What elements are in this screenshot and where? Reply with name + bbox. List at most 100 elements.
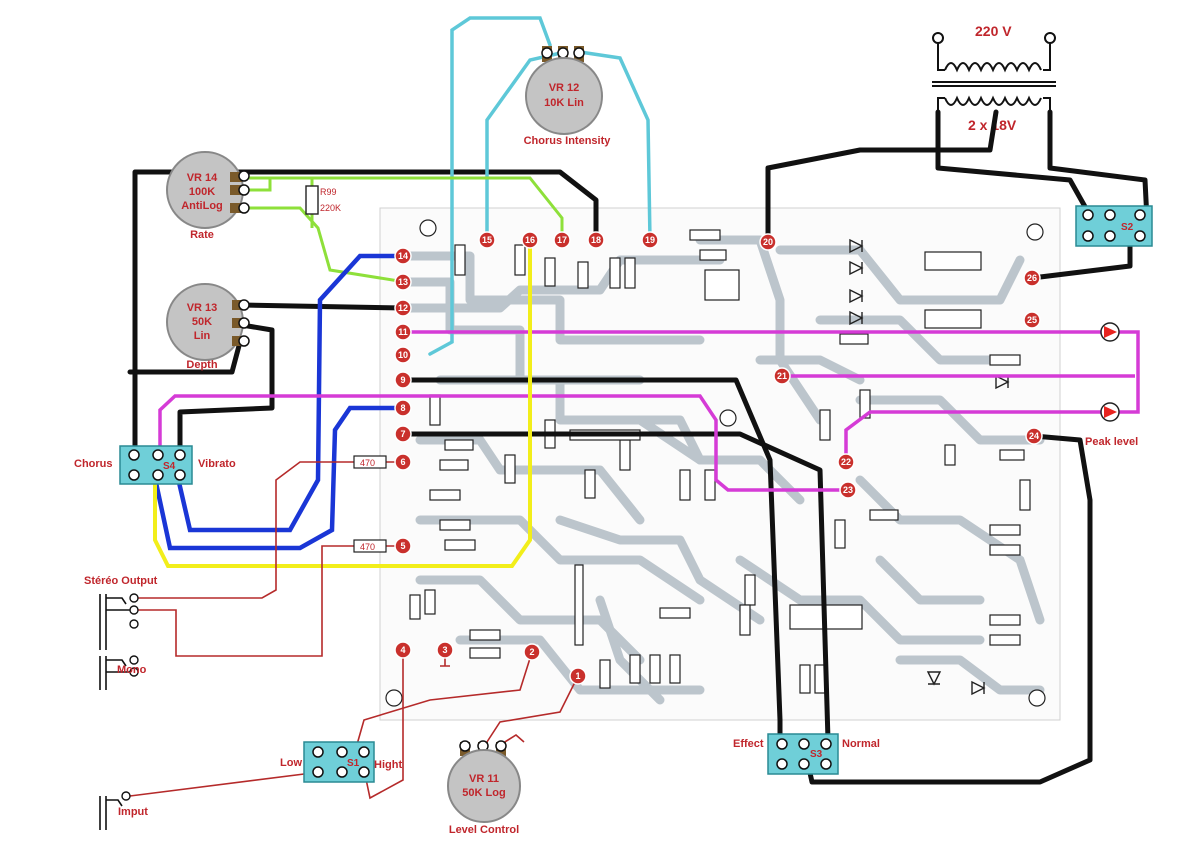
pad-label-21: 21 — [777, 371, 787, 381]
pad-label-9: 9 — [400, 375, 405, 385]
switch-s3-normal: Normal — [842, 738, 880, 750]
peak-level-label: Peak level — [1085, 436, 1138, 448]
pot-vr14-value2: AntiLog — [181, 200, 223, 212]
wire-cyan-1 — [428, 16, 552, 356]
pot-vr12-caption: Chorus Intensity — [524, 135, 612, 147]
pad-5 — [394, 537, 412, 555]
pot-vr12 — [525, 46, 603, 135]
pad-22 — [837, 453, 855, 471]
pad-20 — [759, 233, 777, 251]
pad-21 — [773, 367, 791, 385]
pad-label-22: 22 — [841, 457, 851, 467]
pot-vr14-caption: Rate — [190, 229, 214, 241]
pad-label-6: 6 — [400, 457, 405, 467]
wire-magenta-2 — [158, 394, 848, 492]
jack-terminals — [121, 593, 139, 801]
pot-vr14 — [166, 151, 250, 229]
pad-label-23: 23 — [843, 485, 853, 495]
pot-vr13-name: VR 13 — [187, 302, 218, 314]
resistor-r99-name: R99 — [320, 187, 337, 197]
wire-blue-1 — [175, 253, 406, 533]
pad-label-5: 5 — [400, 541, 405, 551]
pad-label-17: 17 — [557, 235, 567, 245]
switch-s4-vibrato: Vibrato — [198, 458, 236, 470]
pot-vr14-value: 100K — [189, 186, 215, 198]
pad-12 — [394, 299, 412, 317]
switch-s2-label: S2 — [1121, 222, 1134, 233]
switch-s4-label: S4 — [163, 461, 176, 472]
wire-cyan-3 — [578, 50, 652, 242]
resistor-r99 — [305, 185, 319, 215]
wire-green-1 — [242, 176, 272, 192]
wire-magenta-4 — [844, 410, 1108, 462]
pot-vr11-value: 50K Log — [462, 787, 505, 799]
resistor-r99-value: 220K — [320, 203, 341, 213]
pad-11 — [394, 323, 412, 341]
pad-label-16: 16 — [525, 235, 535, 245]
pad-17 — [553, 231, 571, 249]
pad-label-20: 20 — [763, 237, 773, 247]
pad-label-1: 1 — [575, 671, 580, 681]
wire-green-4 — [300, 176, 314, 228]
pad-19 — [641, 231, 659, 249]
pad-label-14: 14 — [398, 251, 408, 261]
pad-label-12: 12 — [398, 303, 408, 313]
switch-s4 — [119, 445, 193, 485]
wire-magenta-1 — [403, 330, 1140, 414]
pcb-diodes — [849, 238, 1010, 696]
pad-label-8: 8 — [400, 403, 405, 413]
pot-vr11-caption: Level Control — [449, 824, 519, 836]
pad-3 — [436, 641, 454, 659]
pad-9 — [394, 371, 412, 389]
wire-green-2 — [270, 176, 564, 240]
pad-26 — [1023, 269, 1041, 287]
jack-stereo-label: Stéréo Output — [84, 575, 158, 587]
pad-6 — [394, 453, 412, 471]
resistor-470-a — [353, 455, 387, 469]
pot-vr12-value: 10K Lin — [544, 97, 584, 109]
pad-1 — [569, 667, 587, 685]
pad-4 — [394, 641, 412, 659]
led-icons — [1100, 322, 1120, 422]
pad-14 — [394, 247, 412, 265]
wire-blue-2 — [152, 405, 406, 551]
pad-7 — [394, 425, 412, 443]
pot-vr14-name: VR 14 — [187, 172, 218, 184]
pad-8 — [394, 399, 412, 417]
pad-label-15: 15 — [482, 235, 492, 245]
switch-s1-label: S1 — [347, 758, 360, 769]
wire-yellow — [153, 238, 532, 568]
switch-s3 — [767, 733, 839, 775]
pot-vr11 — [447, 740, 521, 823]
pad-label-3: 3 — [442, 645, 447, 655]
pad-16 — [521, 231, 539, 249]
pot-vr13-caption: Depth — [186, 359, 217, 371]
jacks — [99, 594, 130, 830]
pad-label-10: 10 — [398, 350, 408, 360]
jack-mono-label: Mono — [117, 664, 147, 676]
switch-s1-low: Low — [280, 757, 302, 769]
pad-label-19: 19 — [645, 235, 655, 245]
pad-23 — [839, 481, 857, 499]
pad-label-2: 2 — [529, 647, 534, 657]
wire-green-3 — [244, 206, 406, 284]
switch-s2 — [1075, 205, 1153, 247]
switch-s4-chorus: Chorus — [74, 458, 113, 470]
switch-s3-label: S3 — [810, 749, 823, 760]
pad-25 — [1023, 311, 1041, 329]
pad-label-18: 18 — [591, 235, 601, 245]
pad-label-25: 25 — [1027, 315, 1037, 325]
jack-input-label: Imput — [118, 806, 148, 818]
switch-s1 — [303, 741, 375, 783]
switch-s3-effect: Effect — [733, 738, 764, 750]
mains-voltage-label: 220 V — [975, 23, 1012, 39]
pot-vr13 — [166, 283, 250, 361]
pad-label-26: 26 — [1027, 273, 1037, 283]
pad-label-11: 11 — [398, 327, 408, 337]
pcb-holes — [385, 219, 1046, 707]
pad-label-7: 7 — [400, 429, 405, 439]
resistor-470-a-label: 470 — [360, 458, 375, 468]
switch-s1-hight: Hight — [374, 759, 402, 771]
